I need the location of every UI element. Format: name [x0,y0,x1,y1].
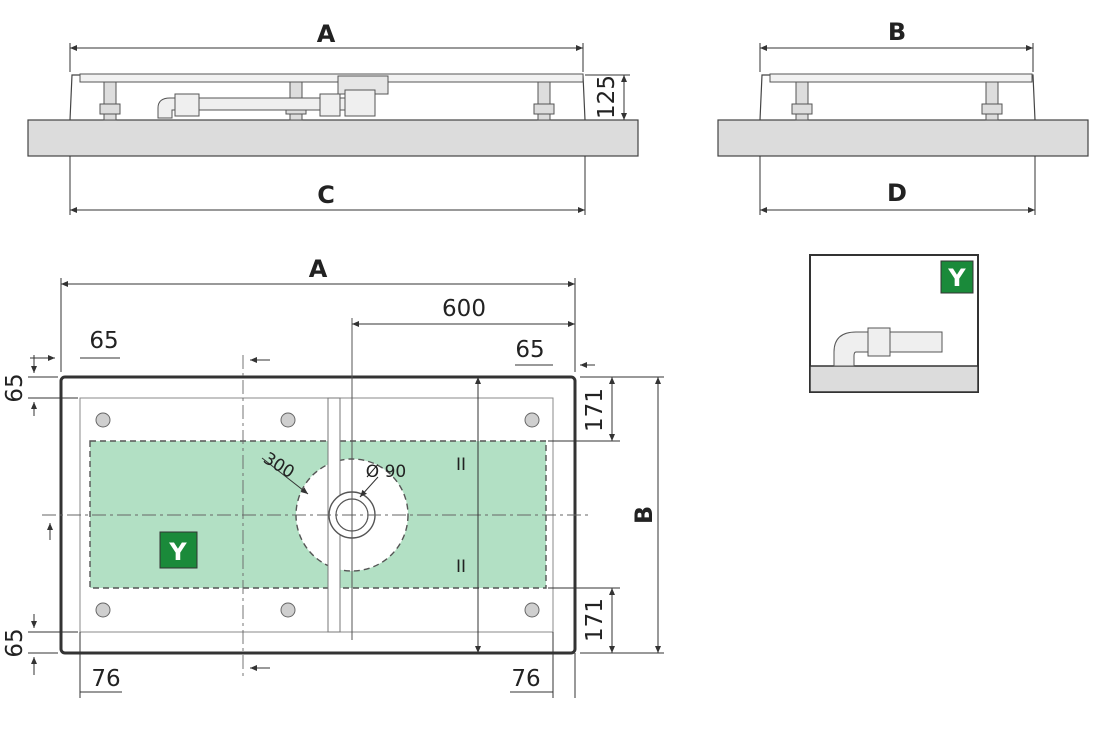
floor-slab [27,119,639,157]
support-legs [791,81,1003,121]
foot-right-label: 76 [511,666,540,692]
drain-offset-label: 600 [442,296,486,322]
dim-top-label: A [317,20,336,48]
edge-left-label: 65 [89,328,118,354]
foot-top-label: 171 [582,388,608,432]
siphon-detail: Y [809,254,979,393]
edge-right-label: 65 [515,337,544,363]
foot-left-label: 76 [91,666,120,692]
plan-length-label: A [309,255,328,283]
floor-slab [717,119,1089,157]
dim-bottom-label: C [317,181,335,209]
zone-badge-label: Y [168,538,187,566]
dim-bottom-label: D [887,179,907,207]
parallel-mark-top: II [456,455,466,475]
dim-top-label: B [888,18,906,46]
siphon-pipe [157,89,376,119]
edge-bottom-label: 65 [2,628,28,657]
tray-top [79,73,584,83]
plan-width-label: B [630,506,658,524]
side-view-width: B D [717,18,1089,215]
dim-height-label: 125 [594,75,620,119]
drain-diameter-label: Ø 90 [366,462,406,482]
edge-top-label: 65 [2,373,28,402]
elbow-pipe [833,327,943,367]
parallel-mark-bottom: II [456,557,466,577]
foot-bottom-label: 171 [582,598,608,642]
tray-top [769,73,1033,83]
zone-badge [940,260,974,294]
plan-view: A 600 65 65 65 65 76 76 B [2,255,664,698]
leg-points [95,412,540,618]
zone-badge [159,531,198,569]
zone-badge-label: Y [947,264,966,292]
side-view-length: A C 125 [27,20,639,215]
